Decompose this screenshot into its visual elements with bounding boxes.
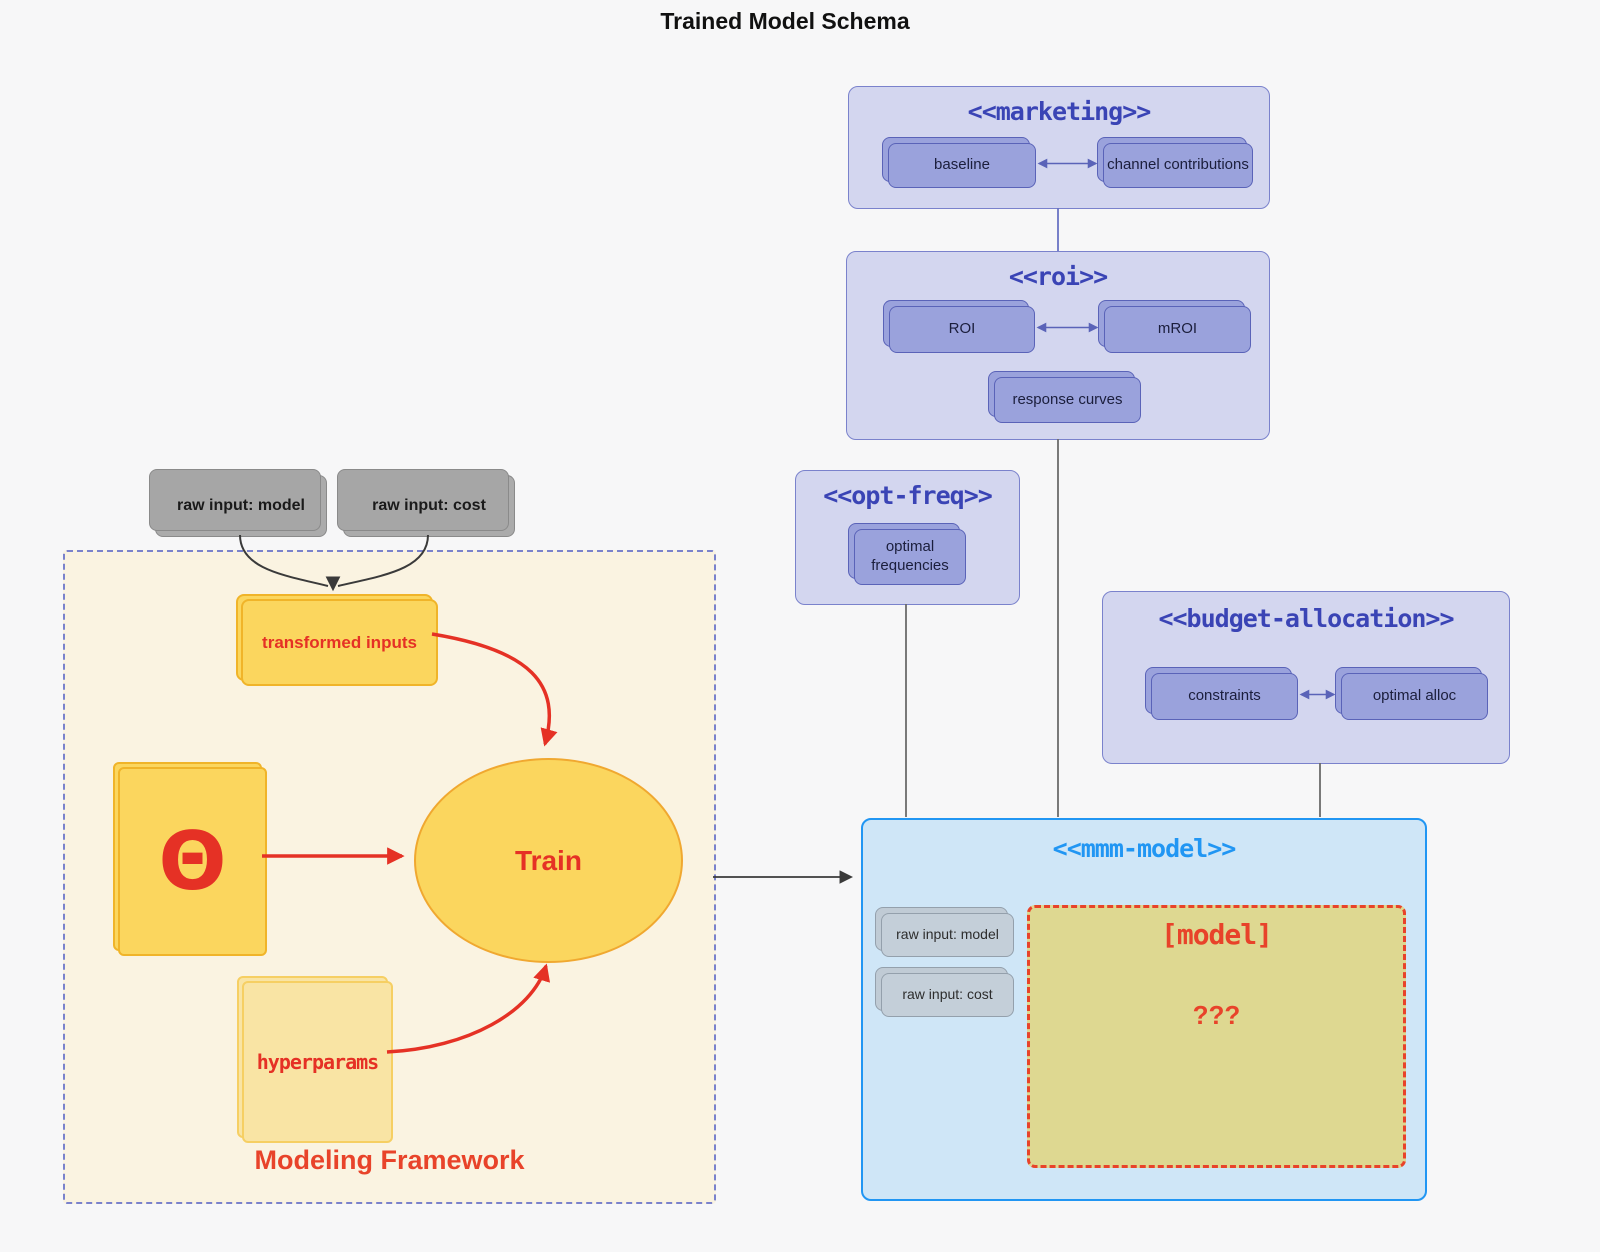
mmm-model-container: <<mmm-model>> raw input: model raw input… (861, 818, 1427, 1201)
raw-input-cost-node: raw input: cost (875, 967, 1014, 1017)
diagram-title: Trained Model Schema (660, 8, 910, 34)
optimal-alloc-node: optimal alloc (1335, 667, 1488, 720)
roi-container: <<roi>> ROI mROI response curves (846, 251, 1270, 440)
roi-label: ROI (948, 320, 976, 338)
optimal-frequencies-node: optimal frequencies (848, 523, 966, 585)
raw-input-cost-source: raw input: cost (337, 469, 515, 537)
modeling-framework-label: Modeling Framework (254, 1145, 525, 1175)
raw-input-model-source: raw input: model (149, 469, 327, 537)
constraints-node: constraints (1145, 667, 1298, 720)
model-box-question: ??? (1192, 1000, 1241, 1030)
marketing-title: <<marketing>> (967, 97, 1152, 126)
hyperparams-label: hyperparams (256, 1049, 379, 1074)
opt-freq-container: <<opt-freq>> optimal frequencies (795, 470, 1020, 605)
raw-input-model-label: raw input: model (896, 926, 999, 943)
baseline-node: baseline (882, 137, 1036, 188)
budget-allocation-container: <<budget-allocation>> constraints optima… (1102, 591, 1510, 764)
raw-input-model-node: raw input: model (875, 907, 1014, 957)
roi-title: <<roi>> (1008, 262, 1108, 291)
channel-contributions-node: channel contributions (1097, 137, 1253, 188)
marketing-container: <<marketing>> baseline channel contribut… (848, 86, 1270, 209)
channel-contributions-label: channel contributions (1107, 156, 1249, 174)
raw-input-model-source-label: raw input: model (177, 497, 305, 514)
transformed-inputs-label: transformed inputs (262, 632, 417, 652)
opt-freq-title: <<opt-freq>> (823, 481, 993, 510)
theta-node: Θ (113, 762, 267, 956)
mroi-label: mROI (1157, 320, 1198, 338)
mmm-model-title: <<mmm-model>> (1052, 834, 1237, 863)
model-box-label: [model] (1160, 918, 1273, 951)
constraints-label: constraints (1188, 687, 1261, 705)
baseline-label: baseline (934, 156, 990, 174)
theta-symbol: Θ (158, 814, 227, 908)
mroi-node: mROI (1098, 300, 1251, 353)
hyperparams-node: hyperparams (237, 976, 393, 1143)
raw-input-cost-label: raw input: cost (902, 986, 993, 1003)
roi-node: ROI (883, 300, 1035, 353)
model-placeholder-box: [model] ??? (1027, 905, 1406, 1168)
raw-input-cost-source-label: raw input: cost (372, 497, 486, 514)
response-curves-node: response curves (988, 371, 1141, 423)
transformed-inputs-node: transformed inputs (236, 594, 438, 686)
modeling-framework-container: transformed inputs Θ Train hyperparams M… (63, 550, 716, 1204)
train-node: Train (414, 758, 683, 963)
optimal-frequencies-label: optimal frequencies (871, 538, 949, 574)
optimal-alloc-label: optimal alloc (1372, 687, 1457, 705)
response-curves-label: response curves (1012, 390, 1123, 408)
budget-allocation-title: <<budget-allocation>> (1158, 604, 1454, 633)
train-label: Train (515, 844, 582, 876)
